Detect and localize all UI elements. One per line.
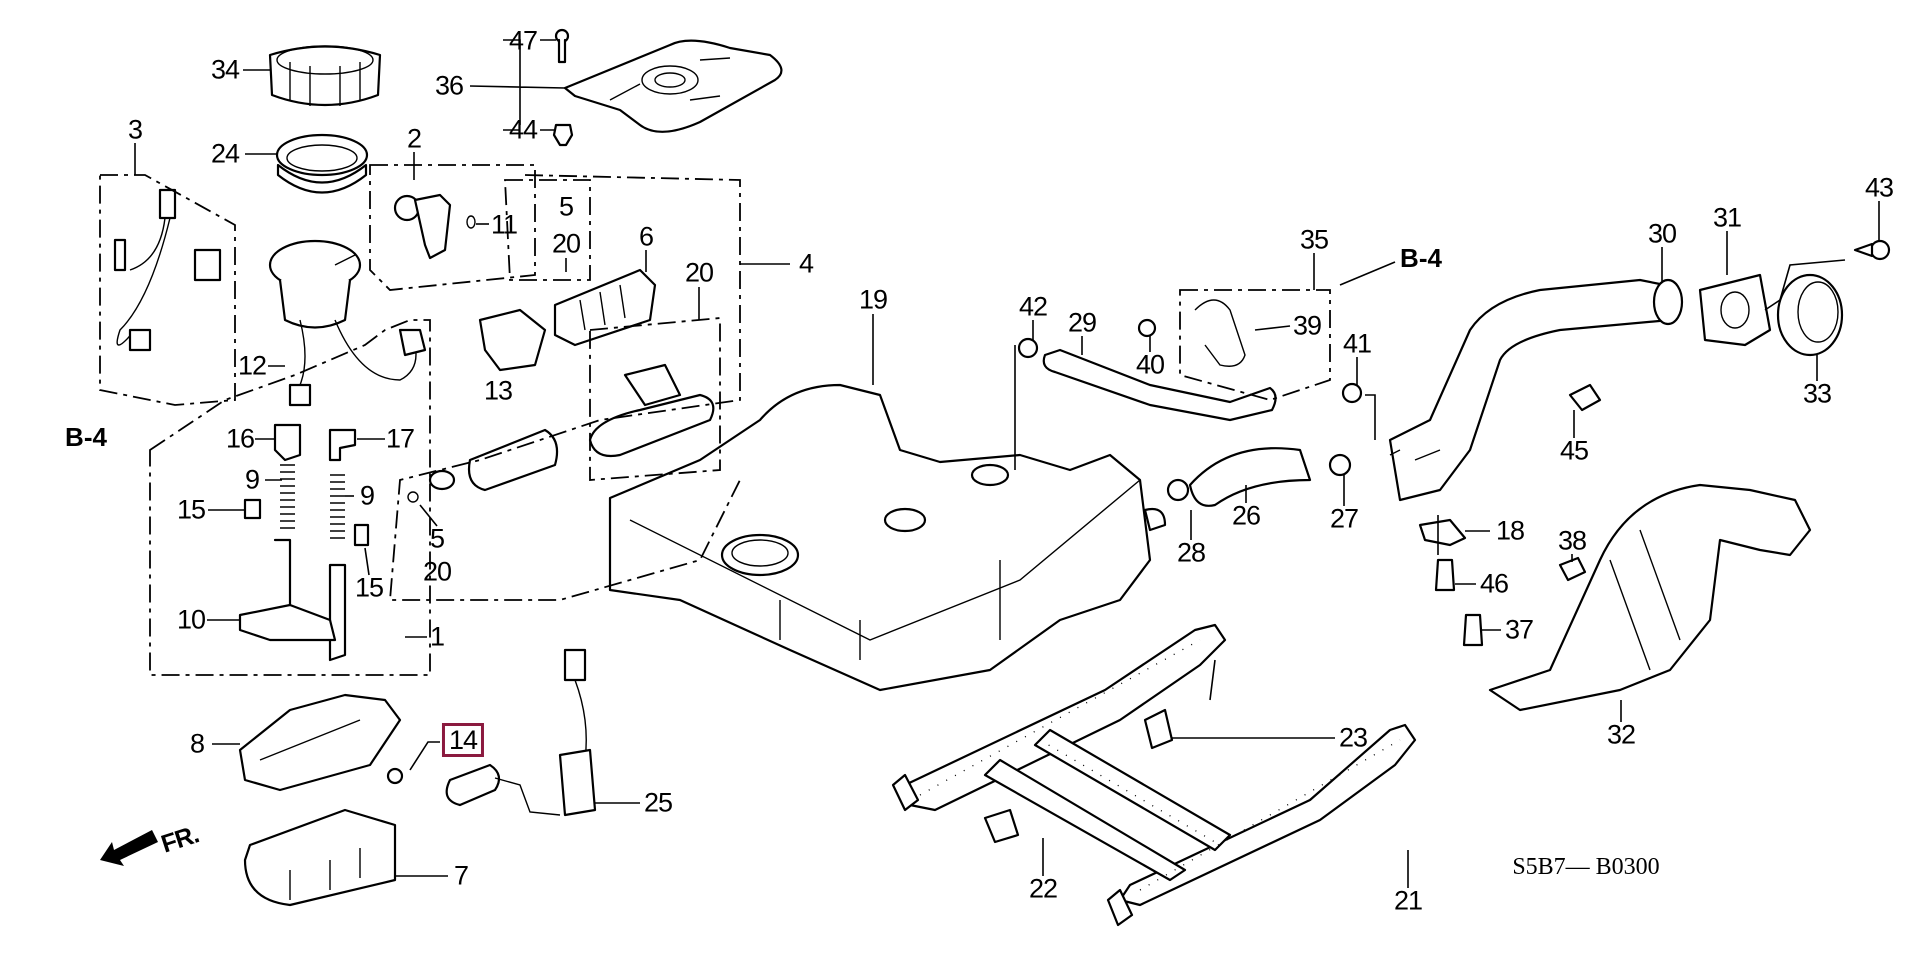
callout-part-1[interactable]: 1	[429, 621, 445, 652]
callout-part-17[interactable]: 17	[385, 423, 415, 454]
callout-part-2[interactable]: 2	[406, 123, 422, 154]
callout-part-18[interactable]: 18	[1495, 515, 1525, 546]
callout-part-20[interactable]: 20	[551, 228, 581, 259]
callout-part-12[interactable]: 12	[237, 350, 267, 381]
callout-part-10[interactable]: 10	[176, 604, 206, 635]
part-pump-motor	[407, 428, 559, 503]
callout-part-20[interactable]: 20	[422, 556, 452, 587]
part-filter	[553, 268, 657, 347]
reference-b4-right[interactable]: B-4	[1400, 243, 1442, 273]
part-cover-plate	[563, 39, 783, 133]
part-reservoir	[243, 808, 397, 907]
part-locking-ring	[268, 45, 382, 107]
callout-part-34[interactable]: 34	[210, 54, 240, 85]
callout-part-27[interactable]: 27	[1329, 503, 1359, 534]
callout-part-39[interactable]: 39	[1292, 310, 1322, 341]
callout-part-36[interactable]: 36	[434, 70, 464, 101]
callout-part-19[interactable]: 19	[858, 284, 888, 315]
callout-part-31[interactable]: 31	[1712, 202, 1742, 233]
callout-part-35[interactable]: 35	[1299, 224, 1329, 255]
callout-part-37[interactable]: 37	[1504, 614, 1534, 645]
part-fuel-tank	[608, 383, 1152, 692]
callout-part-3[interactable]: 3	[127, 114, 143, 145]
part-bolt	[552, 123, 574, 147]
callout-part-29[interactable]: 29	[1067, 307, 1097, 338]
part-sender-unit	[588, 363, 715, 458]
part-bracket-18	[1418, 518, 1467, 547]
callout-part-42[interactable]: 42	[1018, 291, 1048, 322]
part-holder	[478, 308, 547, 372]
callout-part-26[interactable]: 26	[1231, 500, 1261, 531]
part-lower-holder	[238, 693, 402, 792]
group-outlines	[99, 164, 1331, 676]
part-wire-harness	[113, 188, 222, 352]
callout-part-7[interactable]: 7	[453, 860, 469, 891]
callout-part-45[interactable]: 45	[1559, 435, 1589, 466]
part-bolts	[983, 383, 1602, 844]
callout-part-47[interactable]: 47	[508, 25, 538, 56]
callout-part-14[interactable]: 14	[441, 723, 485, 757]
diagram-code: S5B7— B0300	[1512, 854, 1660, 880]
part-float	[386, 763, 561, 816]
callout-part-11[interactable]: 11	[490, 209, 518, 240]
front-direction-arrow-icon	[100, 830, 158, 866]
callout-part-5[interactable]: 5	[558, 191, 574, 222]
part-breather-tube	[1194, 299, 1246, 367]
leader-lines	[134, 39, 1880, 888]
part-springs	[238, 423, 370, 662]
callout-part-25[interactable]: 25	[643, 787, 673, 818]
reference-b4-left[interactable]: B-4	[65, 422, 107, 452]
callout-part-22[interactable]: 22	[1028, 873, 1058, 904]
callout-part-24[interactable]: 24	[210, 138, 240, 169]
part-clamps	[1017, 318, 1363, 532]
part-fuel-cap	[1776, 273, 1844, 357]
callout-part-28[interactable]: 28	[1176, 537, 1206, 568]
callout-part-5[interactable]: 5	[429, 523, 445, 554]
part-filler-pipe	[1388, 278, 1684, 502]
callout-part-23[interactable]: 23	[1338, 722, 1368, 753]
callout-part-15[interactable]: 15	[354, 572, 384, 603]
callout-part-33[interactable]: 33	[1802, 378, 1832, 409]
callout-part-20[interactable]: 20	[684, 257, 714, 288]
callout-part-44[interactable]: 44	[508, 114, 538, 145]
callout-part-15[interactable]: 15	[176, 494, 206, 525]
part-cap-screw	[1853, 239, 1891, 261]
callout-part-6[interactable]: 6	[638, 221, 654, 252]
part-filler-shield	[1488, 483, 1812, 712]
part-sender-harness	[558, 648, 597, 817]
part-gasket	[275, 133, 369, 194]
callout-part-41[interactable]: 41	[1342, 328, 1372, 359]
callout-part-9[interactable]: 9	[244, 464, 260, 495]
callout-part-32[interactable]: 32	[1606, 719, 1636, 750]
callout-part-21[interactable]: 21	[1393, 885, 1423, 916]
callout-part-8[interactable]: 8	[189, 728, 205, 759]
callout-part-40[interactable]: 40	[1135, 349, 1165, 380]
part-tank-strap-frame	[891, 623, 1417, 927]
callout-part-16[interactable]: 16	[225, 423, 255, 454]
callout-part-9[interactable]: 9	[359, 480, 375, 511]
part-screw	[554, 28, 570, 64]
callout-part-13[interactable]: 13	[483, 375, 513, 406]
callout-part-46[interactable]: 46	[1479, 568, 1509, 599]
part-hose-26	[1188, 447, 1312, 507]
part-hose-29	[1042, 348, 1277, 422]
part-pressure-regulator	[393, 193, 476, 260]
callout-part-43[interactable]: 43	[1864, 172, 1894, 203]
callout-part-4[interactable]: 4	[798, 248, 814, 279]
part-filler-base	[1698, 273, 1772, 347]
part-pump-module	[268, 239, 427, 407]
callout-part-30[interactable]: 30	[1647, 218, 1677, 249]
callout-part-38[interactable]: 38	[1557, 525, 1587, 556]
